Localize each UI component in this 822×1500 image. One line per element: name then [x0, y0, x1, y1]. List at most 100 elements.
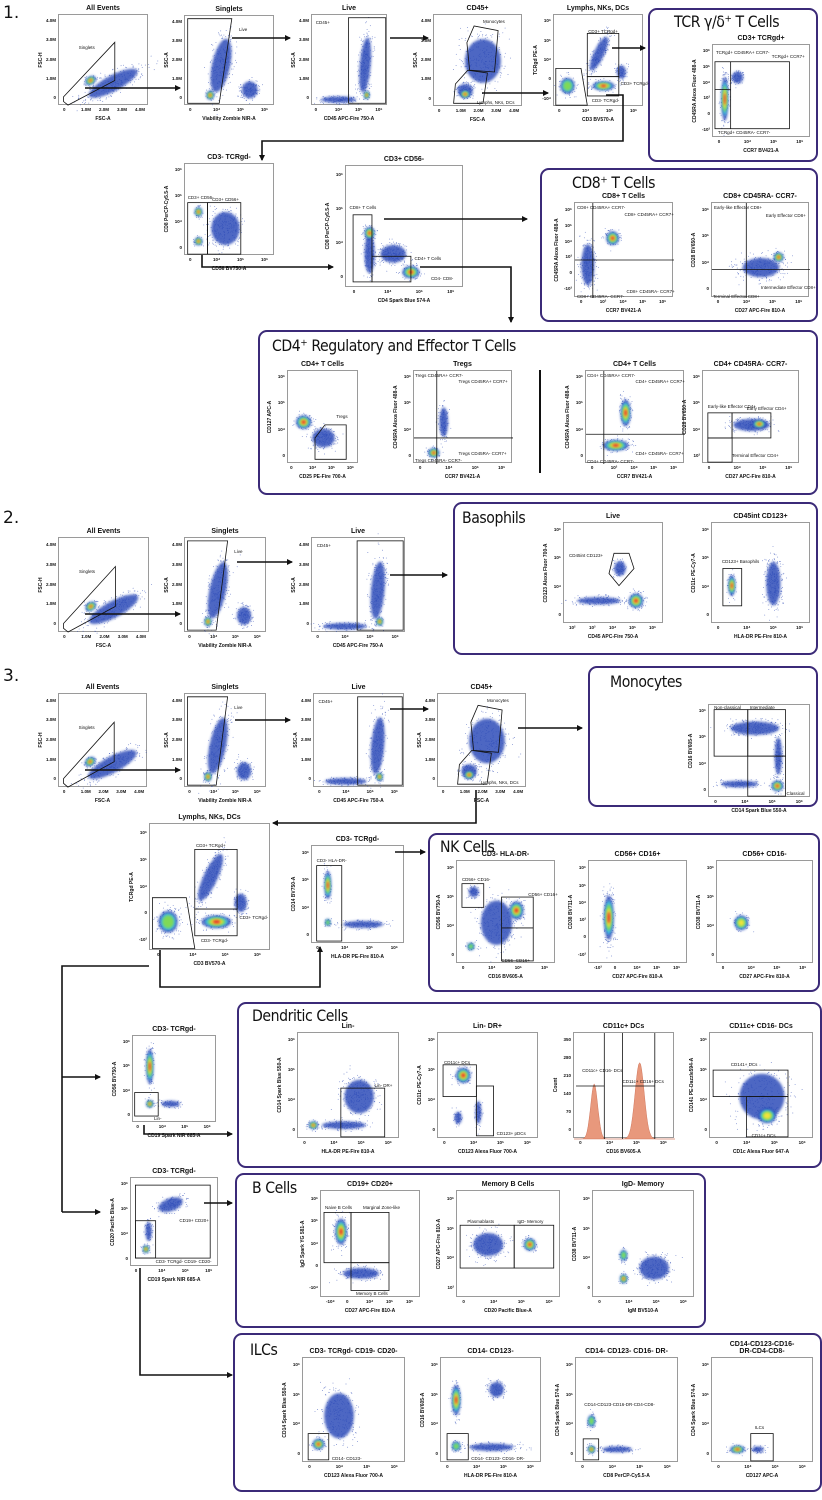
event-dot	[211, 237, 213, 239]
event-dot	[587, 88, 589, 90]
event-dot	[463, 99, 465, 100]
event-dot	[405, 277, 407, 279]
event-dot	[591, 86, 593, 88]
y-tick-label: 0	[707, 110, 710, 116]
event-dot	[86, 87, 88, 89]
cell-population	[395, 260, 425, 282]
event-dot	[426, 455, 428, 457]
event-dot	[214, 209, 216, 211]
gate-label: Tregs CD45RA+ CCR7-	[414, 372, 463, 378]
event-dot	[369, 277, 371, 279]
event-dot	[95, 80, 97, 82]
event-dot	[403, 261, 405, 263]
event-dot	[225, 30, 227, 31]
event-dot	[208, 82, 209, 83]
panel-ilcs	[233, 1333, 822, 1492]
event-dot	[589, 78, 591, 80]
event-dot	[591, 71, 593, 72]
event-dot	[221, 38, 223, 39]
cell-population	[205, 89, 216, 101]
event-dot	[724, 72, 726, 74]
event-dot	[606, 454, 608, 456]
event-dot	[594, 70, 596, 72]
event-dot	[580, 271, 581, 273]
y-axis-label: CD45RA Alexa Fluor 488-A	[692, 58, 698, 123]
event-dot	[626, 76, 628, 78]
event-dot	[141, 67, 143, 68]
event-dot	[332, 95, 334, 97]
x-tick-label: 10⁶	[659, 299, 667, 304]
event-dot	[575, 279, 577, 281]
event-dot	[255, 80, 257, 82]
event-dot	[467, 30, 469, 32]
event-dot	[456, 95, 458, 97]
event-dot	[581, 277, 583, 279]
event-dot	[322, 101, 324, 103]
event-dot	[199, 205, 201, 207]
event-dot	[741, 252, 742, 254]
event-dot	[240, 90, 242, 92]
event-dot	[316, 97, 318, 99]
event-dot	[573, 96, 575, 98]
cell-population	[718, 67, 731, 136]
x-axis-label: FSC-A	[95, 116, 111, 122]
event-dot	[729, 105, 731, 107]
event-dot	[726, 72, 728, 74]
x-axis-label: CD27 APC-Fire 810-A	[734, 308, 786, 314]
y-tick-label: 10⁶	[564, 206, 572, 212]
event-dot	[720, 107, 721, 108]
event-dot	[153, 69, 155, 71]
event-dot	[497, 81, 499, 83]
y-tick-label: 10⁵	[701, 233, 709, 239]
event-dot	[583, 74, 585, 76]
event-dot	[619, 233, 621, 235]
event-dot	[236, 62, 237, 64]
event-dot	[97, 76, 99, 78]
event-dot	[609, 80, 611, 81]
event-dot	[402, 276, 404, 278]
event-dot	[731, 265, 733, 267]
event-dot	[744, 260, 746, 262]
plot-title: Live	[341, 5, 357, 12]
event-dot	[582, 245, 584, 247]
event-dot	[228, 74, 230, 76]
density-plot	[314, 16, 387, 106]
density-plot	[292, 410, 347, 460]
event-dot	[720, 80, 722, 81]
y-tick-label: 10⁴	[403, 426, 411, 432]
x-tick-label: 1.0M	[455, 108, 466, 113]
event-dot	[243, 96, 245, 98]
event-dot	[364, 264, 366, 266]
x-tick-label: 10⁶	[261, 107, 269, 112]
event-dot	[459, 58, 461, 60]
event-dot	[367, 99, 369, 101]
event-dot	[481, 88, 483, 90]
cell-population	[237, 77, 264, 105]
y-tick-label: 10⁶	[335, 171, 343, 177]
y-tick-label: 10⁶	[543, 18, 551, 24]
event-dot	[766, 278, 767, 280]
event-dot	[470, 94, 472, 96]
x-axis-label: CCR7 BV421-A	[743, 148, 779, 154]
plot-title: CD8+ T Cells	[602, 193, 645, 200]
event-dot	[597, 278, 599, 280]
event-dot	[124, 85, 126, 86]
event-dot	[472, 97, 474, 99]
event-dot	[607, 33, 609, 35]
event-dot	[750, 277, 752, 278]
event-dot	[591, 74, 592, 76]
event-dot	[224, 84, 225, 86]
event-dot	[466, 72, 468, 74]
event-dot	[359, 98, 361, 100]
event-dot	[256, 94, 258, 96]
event-dot	[104, 76, 106, 78]
gate-label: TCRgd+ CD45RA+ CCR7-	[715, 49, 770, 55]
event-dot	[357, 61, 359, 63]
event-dot	[758, 283, 760, 285]
x-tick-label: 10⁶	[346, 465, 354, 470]
event-dot	[728, 87, 730, 89]
event-dot	[738, 284, 740, 286]
gate-label: Lymphs, NKs, DCs	[476, 99, 515, 105]
event-dot	[594, 284, 596, 286]
event-dot	[735, 83, 737, 85]
